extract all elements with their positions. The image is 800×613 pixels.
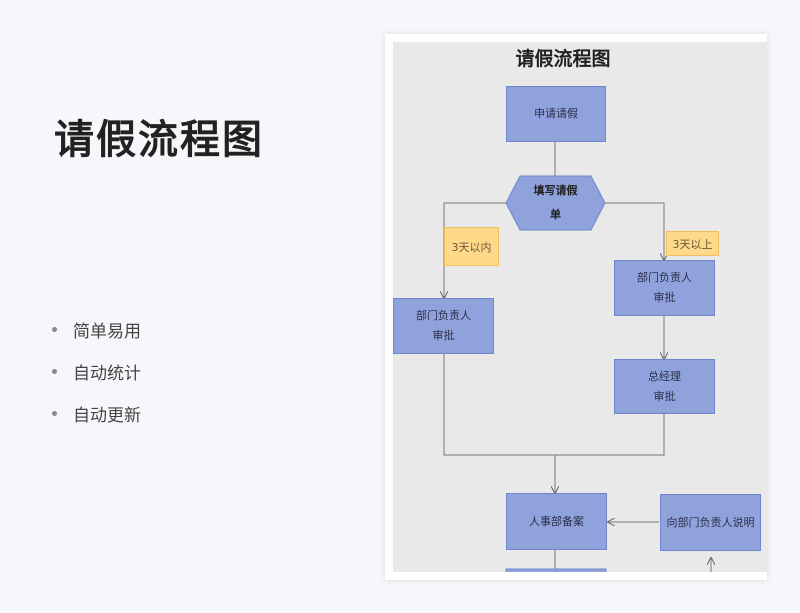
step-label: 总经理 — [648, 369, 681, 383]
condition-3-days-or-less: 3天以内 — [444, 227, 499, 266]
flowchart-sheet: 请假流程图 申请请假 — [393, 42, 767, 572]
step-label: 申请请假 — [534, 107, 578, 120]
condition-label: 3天以内 — [451, 240, 492, 254]
feature-list: 简单易用 自动统计 自动更新 — [52, 308, 141, 434]
decision-fill-form-label: 填写请假 单 — [506, 176, 605, 230]
bullet-dot-icon — [52, 326, 57, 332]
decision-label-line: 填写请假 — [533, 184, 578, 197]
step-label: 审批 — [653, 291, 676, 304]
step-label: 人事部备案 — [529, 514, 584, 528]
connector-left-to-merge — [443, 354, 555, 456]
decision-label-line: 单 — [550, 208, 561, 221]
flowchart-preview-card: 请假流程图 申请请假 — [385, 34, 767, 580]
step-dept-approval-left: 部门负责人 审批 — [393, 298, 494, 354]
step-label: 审批 — [432, 329, 455, 342]
step-label: 部门负责人 — [637, 271, 692, 284]
step-label: 向部门负责人说明 — [666, 515, 755, 529]
diagram-title: 请假流程图 — [515, 48, 611, 70]
connector-layer — [393, 142, 767, 572]
page-title: 请假流程图 — [54, 117, 264, 163]
condition-label: 3天以上 — [672, 237, 713, 251]
feature-item: 自动统计 — [52, 350, 141, 392]
step-general-manager-approval: 总经理 审批 — [614, 359, 715, 414]
decision-hexagon — [505, 175, 606, 231]
step-apply-leave: 申请请假 — [506, 86, 606, 142]
step-label: 部门负责人 — [416, 309, 471, 322]
connector-gm-to-merge — [555, 414, 665, 456]
step-label: 审批 — [653, 389, 676, 403]
next-step-box-partial — [505, 568, 607, 572]
condition-more-than-3-days: 3天以上 — [666, 231, 719, 256]
feature-item: 自动更新 — [52, 392, 141, 434]
feature-label: 自动统计 — [73, 363, 141, 384]
bullet-dot-icon — [52, 368, 57, 374]
step-explain-to-dept: 向部门负责人说明 — [660, 494, 761, 551]
feature-label: 简单易用 — [73, 321, 141, 342]
step-hr-record: 人事部备案 — [506, 493, 607, 550]
feature-label: 自动更新 — [73, 405, 141, 426]
feature-item: 简单易用 — [52, 308, 141, 350]
connector-form-to-right — [604, 202, 664, 260]
step-dept-approval-right: 部门负责人 审批 — [614, 260, 715, 316]
connector-form-to-left — [444, 202, 507, 298]
bullet-dot-icon — [52, 410, 57, 416]
